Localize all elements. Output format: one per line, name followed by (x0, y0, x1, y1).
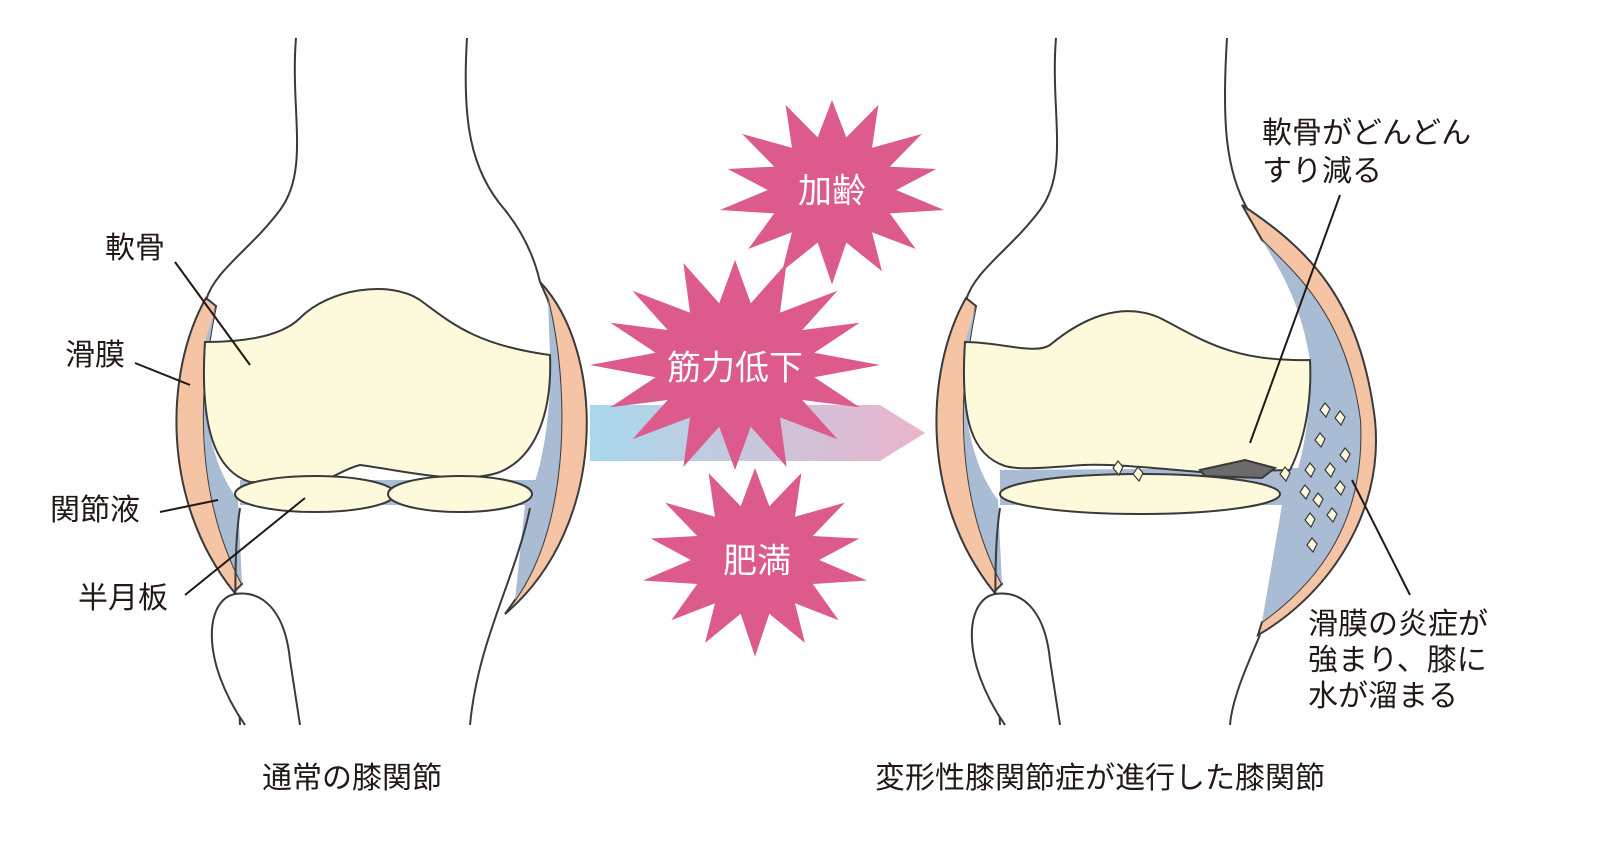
factor-muscle-weakness: 筋力低下 (667, 348, 803, 389)
note-line: 軟骨がどんどん (1262, 116, 1472, 151)
factor-obesity: 肥満 (723, 541, 791, 582)
note-line: 滑膜の炎症が (1308, 607, 1488, 642)
fragment (1334, 480, 1346, 497)
label-cartilage: 軟骨 (105, 231, 165, 266)
fragment (1279, 466, 1291, 483)
fragment (1314, 432, 1326, 449)
label-synovial-fluid: 関節液 (50, 493, 140, 528)
leader-meniscus (184, 497, 306, 596)
femur-outline (205, 37, 541, 301)
synovial-fluid-left (203, 306, 242, 584)
note-line: すり減る (1262, 153, 1382, 189)
oa-femur-cartilage (962, 310, 1312, 474)
fragment (1132, 466, 1144, 483)
note-line: 強まり、膝に (1308, 643, 1487, 678)
oa-knee-joint (935, 37, 1378, 726)
fibula-outline (210, 592, 301, 726)
burst-shape-0 (719, 100, 945, 285)
oa-femur-outline (965, 37, 1249, 301)
caption-oa-knee: 変形性膝関節症が進行した膝関節 (875, 761, 1325, 796)
leader-inflamed-synovium (1351, 479, 1411, 596)
label-synovium: 滑膜 (65, 338, 125, 373)
femur-cartilage (202, 288, 552, 486)
normal-knee-joint (175, 37, 588, 726)
fragment (1112, 460, 1124, 477)
note-synovitis: 滑膜の炎症が 強まり、膝に 水が溜まる (1308, 607, 1488, 715)
fragment (1334, 410, 1346, 427)
leader-synovium (134, 362, 191, 386)
oa-fluid-right (1262, 240, 1361, 622)
factor-aging: 加齢 (798, 171, 866, 212)
fragment (1324, 462, 1336, 479)
burst-shape-1 (590, 260, 880, 470)
fragment (1304, 462, 1316, 479)
fragment (1326, 507, 1338, 524)
leader-lines (134, 194, 1411, 596)
cartilage-fragments (1112, 402, 1351, 554)
leader-worn-cartilage (1249, 194, 1341, 444)
oa-fluid-left (963, 306, 1002, 584)
meniscus-right (387, 475, 533, 513)
fragment (1304, 512, 1316, 529)
fragment (1319, 402, 1331, 419)
oa-fibula-outline (970, 592, 1061, 726)
burst-shape-2 (642, 468, 868, 657)
worn-cartilage (1198, 458, 1278, 480)
fragment (1306, 537, 1318, 554)
meniscus-left (234, 475, 396, 513)
fragment (1312, 492, 1324, 509)
fragment (1299, 484, 1311, 501)
leader-fluid (159, 499, 219, 513)
fragment (1339, 447, 1351, 464)
leader-cartilage (174, 261, 251, 366)
caption-normal-knee: 通常の膝関節 (262, 761, 442, 796)
risk-factor-bursts (590, 100, 945, 657)
note-line: 水が溜まる (1308, 679, 1458, 714)
label-meniscus: 半月板 (78, 581, 168, 616)
note-cartilage-wear: 軟骨がどんどん すり減る (1262, 115, 1471, 190)
